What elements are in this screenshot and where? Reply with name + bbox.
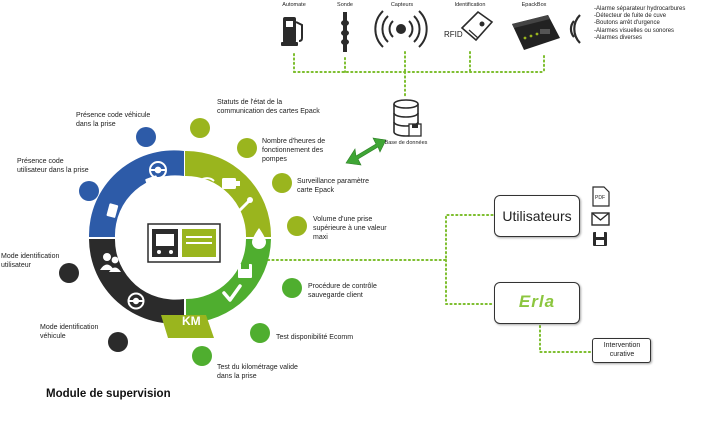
dotted-connectors bbox=[267, 51, 593, 353]
device-label-identification: Identification bbox=[454, 2, 486, 8]
mail-icon bbox=[591, 212, 610, 226]
steering-icon-dark bbox=[127, 292, 145, 310]
floppy-icon bbox=[593, 232, 607, 246]
label-procedure-controle: Procédure de contrôle sauvegarde client bbox=[308, 283, 377, 299]
pdf-icon bbox=[592, 186, 610, 207]
alarm-item: -Alarme séparateur hydrocarbures bbox=[594, 6, 686, 12]
sensor-icon bbox=[374, 10, 428, 48]
checkmark-icon bbox=[222, 284, 242, 302]
center-screen-icon bbox=[147, 223, 221, 263]
database-label: Base de données bbox=[384, 140, 428, 146]
device-label-automate: Automate bbox=[282, 2, 306, 8]
alarm-item: -Alarmes diverses bbox=[594, 34, 643, 41]
device-label-capteurs: Capteurs bbox=[390, 2, 414, 8]
km-label: KM bbox=[182, 314, 201, 328]
fuel-pump-icon bbox=[281, 17, 303, 46]
database-icon bbox=[393, 99, 422, 137]
sync-arrow-icon bbox=[345, 137, 387, 166]
label-volume-prise: Volume d'une prise supérieure à une vale… bbox=[313, 216, 387, 241]
satellite-circles bbox=[59, 118, 307, 366]
wrench-icon bbox=[234, 197, 253, 216]
alarm-item: -Détecteur de fuite de cuve bbox=[594, 13, 667, 20]
device-label-sonde: Sonde bbox=[337, 2, 353, 8]
erla-logo: Erla bbox=[518, 292, 556, 311]
label-test-ecomm: Test disponibilité Ecomm bbox=[276, 334, 354, 341]
label-test-km: Test du kilométrage valide dans la prise bbox=[217, 364, 298, 380]
probe-icon bbox=[341, 12, 349, 52]
device-label-epackbox: EpackBox bbox=[521, 2, 547, 8]
epackbox-device-icon bbox=[512, 15, 560, 50]
rfid-tag-icon bbox=[460, 10, 494, 42]
users-icon bbox=[100, 253, 121, 272]
id-card-icon bbox=[106, 175, 159, 218]
module-title: Module de supervision bbox=[46, 388, 171, 400]
utilisateurs-box: Utilisateurs bbox=[494, 195, 580, 237]
label-mode-id-vehicule: Mode identification véhicule bbox=[40, 324, 99, 340]
drop-icon bbox=[252, 228, 266, 249]
intervention-label: Intervention curative bbox=[603, 342, 641, 358]
ring-segment-green bbox=[186, 239, 271, 323]
steering-wheel-icon bbox=[149, 161, 167, 179]
label-heures: Nombre d'heures de fonctionnement des po… bbox=[262, 138, 326, 163]
label-statuts: Statuts de l'état de la communication de… bbox=[217, 99, 320, 115]
alarm-list: -Alarme séparateur hydrocarbures -Détect… bbox=[594, 6, 685, 42]
erla-box: Erla bbox=[494, 282, 580, 324]
motor-icon bbox=[222, 178, 240, 189]
label-mode-id-utilisateur: Mode identification utilisateur bbox=[1, 253, 60, 269]
device-label-rfid: RFID bbox=[444, 30, 463, 39]
intervention-box: Intervention curative bbox=[592, 338, 651, 363]
utilisateurs-label: Utilisateurs bbox=[502, 208, 572, 224]
label-surveillance: Surveillance paramètre carte Epack bbox=[297, 178, 369, 194]
pdf-label: PDF bbox=[595, 195, 605, 201]
label-presence-vehicule: Présence code véhicule dans la prise bbox=[76, 112, 151, 128]
alarm-item: -Alarmes visuelles ou sonores bbox=[594, 27, 675, 34]
label-presence-utilisateur: Présence code utilisateur dans la prise bbox=[17, 158, 89, 174]
ring-segment-olive bbox=[185, 150, 272, 237]
wifi-icon bbox=[199, 177, 215, 192]
save-icon-ring bbox=[238, 264, 252, 278]
wireless-signal-icon bbox=[569, 14, 581, 44]
alarm-item: -Boutons arrêt d'urgence bbox=[594, 20, 660, 27]
